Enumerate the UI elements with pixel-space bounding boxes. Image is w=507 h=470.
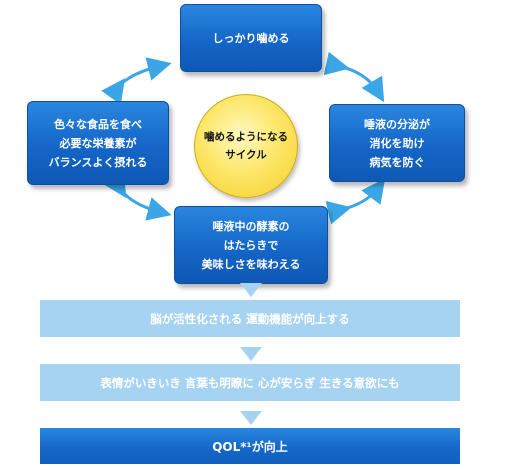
result-band-brain-label: 脳が活性化される 運動機能が向上する: [150, 311, 350, 326]
cycle-box-saliva: 唾液の分泌が 消化を助け 病気を防ぐ: [329, 104, 465, 182]
cycle-box-chew-label: しっかり噛める: [212, 31, 290, 45]
result-band-expression: 表情がいきいき 言葉も明瞭に 心が安らぎ 生きる意欲にも: [40, 364, 460, 401]
arrow-bottom-right: [325, 178, 386, 225]
cycle-box-chew: しっかり噛める: [180, 4, 322, 72]
cycle-box-saliva-label: 唾液の分泌が 消化を助け 病気を防ぐ: [364, 117, 430, 169]
arrow-top-left: [101, 57, 172, 105]
result-band-qol: QOL*¹が向上: [40, 428, 460, 464]
result-band-brain: 脳が活性化される 運動機能が向上する: [40, 300, 460, 337]
result-band-expression-label: 表情がいきいき 言葉も明瞭に 心が安らぎ 生きる意欲にも: [100, 375, 400, 390]
cycle-box-enzyme-label: 唾液中の酵素の はたらきで 美味しさを味わえる: [201, 219, 301, 271]
cycle-box-enzyme: 唾液中の酵素の はたらきで 美味しさを味わえる: [174, 206, 328, 284]
cycle-center-circle: 噛めるようになる サイクル: [194, 94, 298, 198]
result-band-qol-label: QOL*¹が向上: [212, 439, 288, 454]
down-arrow-icon: [240, 411, 262, 425]
cycle-box-nutrition-label: 色々な食品を食べ 必要な栄養素が バランスよく摂れる: [48, 117, 148, 169]
arrow-top-right: [323, 51, 385, 103]
down-arrow-icon: [240, 347, 262, 361]
cycle-center-label: 噛めるようになる サイクル: [204, 131, 288, 161]
cycle-arrows: [101, 51, 386, 225]
arrow-bottom-left: [103, 171, 172, 221]
down-arrow-icon: [240, 283, 262, 297]
cycle-box-nutrition: 色々な食品を食べ 必要な栄養素が バランスよく摂れる: [27, 101, 169, 185]
